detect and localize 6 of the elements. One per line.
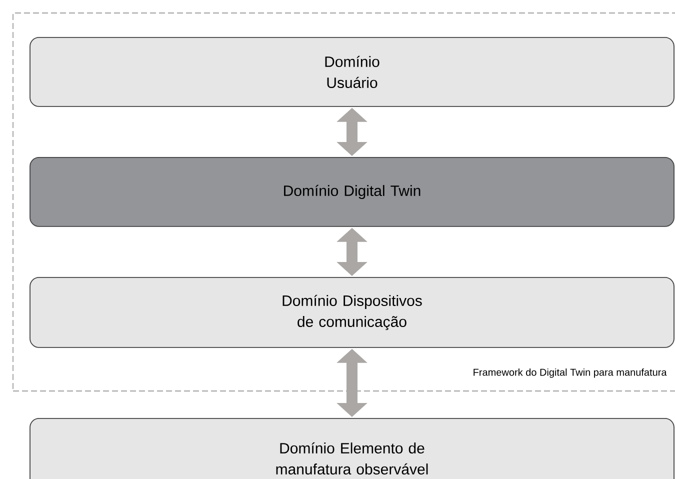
domain-box: Domínio Usuário: [30, 37, 674, 107]
domain-box: Domínio Digital Twin: [30, 157, 674, 227]
dashed-frame: [12, 12, 675, 392]
domain-box: Domínio Elemento de manufatura observável: [30, 418, 674, 479]
frame-label: Framework do Digital Twin para manufatura: [474, 368, 667, 378]
domain-box: Domínio Dispositivos de comunicação: [30, 277, 674, 348]
